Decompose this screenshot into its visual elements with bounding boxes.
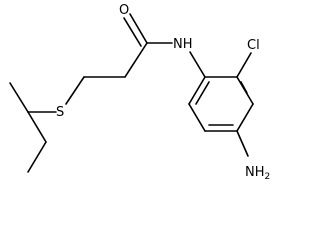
molecule-diagram: O NH Cl S NH2 <box>9 3 271 182</box>
bond-ethyl-methyl <box>27 141 47 173</box>
atom-label-nh: NH <box>173 37 193 52</box>
bond-carbonyl-1 <box>129 13 148 44</box>
amine-text: NH <box>245 165 265 180</box>
ring-inner-bond-1 <box>195 81 210 105</box>
ring-bond-3 <box>236 103 254 132</box>
bond-ch-methyl <box>9 82 29 113</box>
ring-inner-bond-2 <box>240 81 248 94</box>
bond-ring-chlorine <box>236 52 252 78</box>
bond-ch-ethyl <box>27 111 47 143</box>
amine-subscript: 2 <box>265 172 271 182</box>
bond-ch2-sulfur <box>65 76 85 105</box>
ring-bond-6 <box>188 76 206 105</box>
atom-label-sulfur: S <box>56 105 64 120</box>
bond-nitrogen-ring <box>189 51 206 78</box>
bond-carbonyl-2 <box>123 17 142 47</box>
atom-label-amine: NH2 <box>245 165 270 182</box>
bond-ring-amine <box>236 130 249 157</box>
ring-bond-5 <box>188 103 206 132</box>
atom-label-oxygen: O <box>119 3 129 18</box>
bond-carbonyl-ch2 <box>124 42 148 78</box>
atom-label-chlorine: Cl <box>247 38 260 53</box>
structure-drawing: O NH Cl S NH2 <box>9 3 270 182</box>
